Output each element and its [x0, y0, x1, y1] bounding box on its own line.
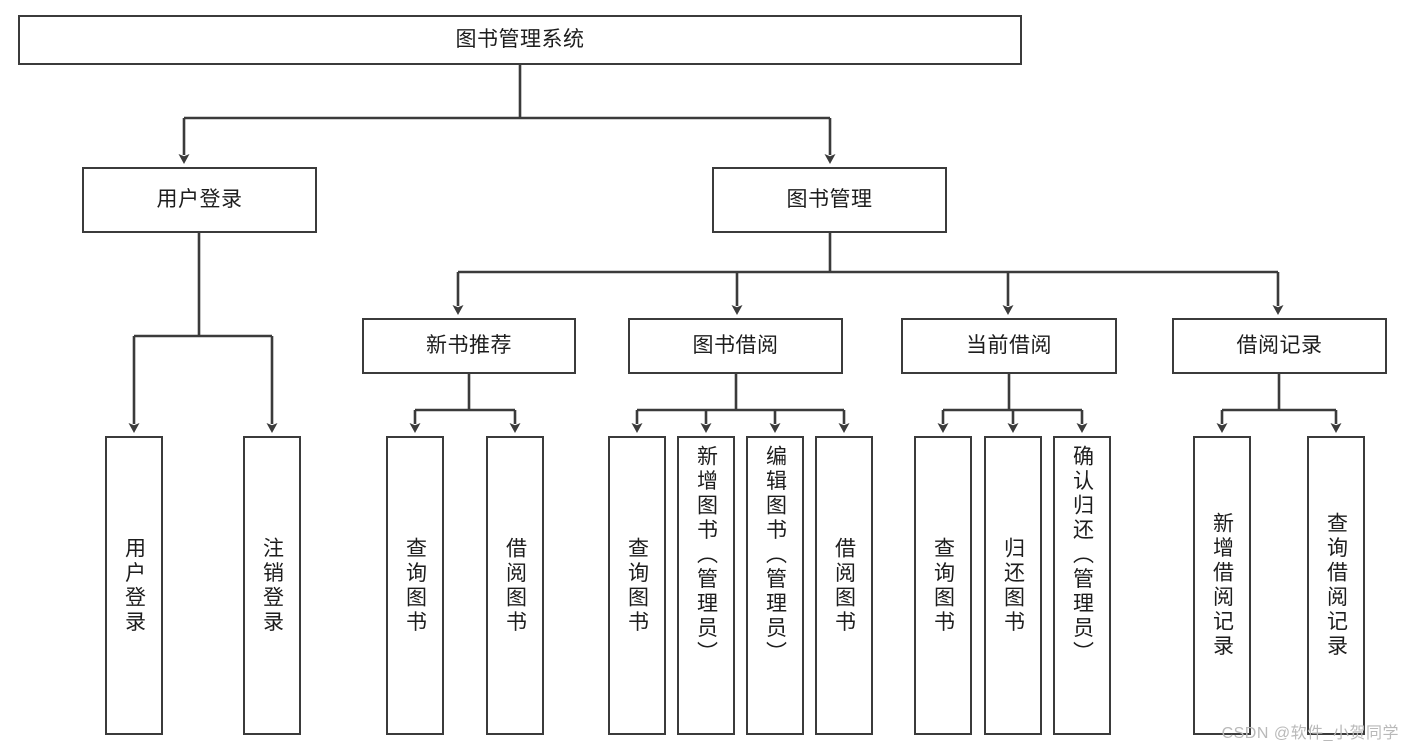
leaf-user-login[interactable]: 用户登录	[105, 436, 163, 735]
leaf-recommend-query-book[interactable]: 查询图书	[386, 436, 444, 735]
leaf-logout-label: 注销登录	[260, 536, 284, 635]
leaf-recommend-borrow-book-label: 借阅图书	[503, 536, 527, 635]
leaf-user-login-label: 用户登录	[122, 536, 146, 635]
leaf-current-query-book[interactable]: 查询图书	[914, 436, 972, 735]
node-current-borrow[interactable]: 当前借阅	[901, 318, 1117, 374]
leaf-current-return-book[interactable]: 归还图书	[984, 436, 1042, 735]
leaf-borrow-borrow-book[interactable]: 借阅图书	[815, 436, 873, 735]
leaf-recommend-query-book-label: 查询图书	[403, 536, 427, 635]
leaf-borrow-borrow-book-label: 借阅图书	[832, 536, 856, 635]
leaf-borrow-query-book-label: 查询图书	[625, 536, 649, 635]
node-borrow-record-label: 借阅记录	[1236, 333, 1323, 357]
node-book-management-label: 图书管理	[786, 187, 873, 211]
leaf-current-confirm-return-label: 确认归还（管理员）	[1070, 445, 1094, 666]
node-book-borrow-label: 图书借阅	[692, 333, 779, 357]
leaf-recommend-borrow-book[interactable]: 借阅图书	[486, 436, 544, 735]
csdn-watermark: CSDN @软件_小贺同学	[1221, 725, 1399, 742]
node-new-book-recommend[interactable]: 新书推荐	[362, 318, 576, 374]
leaf-borrow-edit-book[interactable]: 编辑图书（管理员）	[746, 436, 804, 735]
leaf-record-add-label: 新增借阅记录	[1210, 512, 1234, 659]
leaf-borrow-add-book[interactable]: 新增图书（管理员）	[677, 436, 735, 735]
leaf-current-confirm-return[interactable]: 确认归还（管理员）	[1053, 436, 1111, 735]
node-book-borrow[interactable]: 图书借阅	[628, 318, 843, 374]
leaf-current-query-book-label: 查询图书	[931, 536, 955, 635]
leaf-current-return-book-label: 归还图书	[1001, 536, 1025, 635]
node-book-management[interactable]: 图书管理	[712, 167, 947, 233]
node-root[interactable]: 图书管理系统	[18, 15, 1022, 65]
leaf-record-add[interactable]: 新增借阅记录	[1193, 436, 1251, 735]
node-user-login-label: 用户登录	[156, 187, 243, 211]
node-borrow-record[interactable]: 借阅记录	[1172, 318, 1387, 374]
leaf-borrow-add-book-label: 新增图书（管理员）	[694, 445, 718, 666]
leaf-borrow-query-book[interactable]: 查询图书	[608, 436, 666, 735]
leaf-record-query[interactable]: 查询借阅记录	[1307, 436, 1365, 735]
node-new-book-recommend-label: 新书推荐	[426, 333, 512, 357]
leaf-record-query-label: 查询借阅记录	[1324, 512, 1348, 659]
node-root-label: 图书管理系统	[455, 27, 585, 51]
leaf-logout[interactable]: 注销登录	[243, 436, 301, 735]
node-user-login[interactable]: 用户登录	[82, 167, 317, 233]
leaf-borrow-edit-book-label: 编辑图书（管理员）	[763, 445, 787, 666]
node-current-borrow-label: 当前借阅	[966, 333, 1052, 357]
